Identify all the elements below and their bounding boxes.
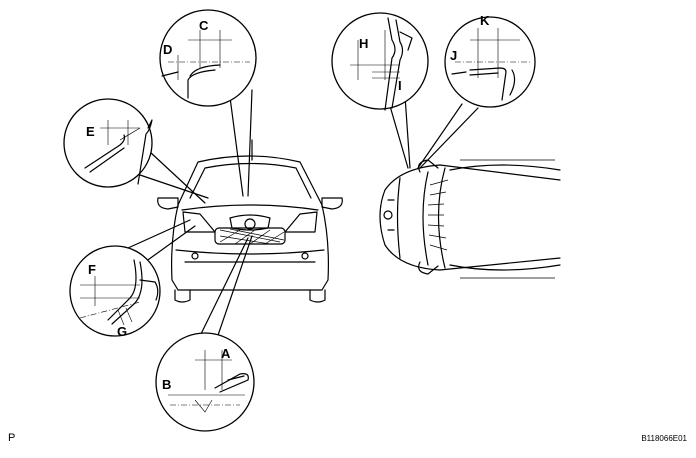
detail-circle-jk [444,16,536,108]
callout-a: A [221,346,231,361]
front-wheel-left [174,289,191,303]
right-mirror [321,197,343,210]
front-wheel-right [309,289,326,303]
front-view-car [157,139,343,303]
left-mirror [157,197,179,210]
callout-i: I [398,78,402,93]
fog-light-left [191,252,199,260]
emblem [244,218,256,230]
figure-id: B118066E01 [641,434,687,443]
footer-left-code: P [8,432,15,444]
detail-circle-fg [69,245,161,337]
callout-f: F [88,262,96,277]
detail-circle-hi [331,12,429,111]
callout-b: B [162,377,171,392]
callout-d: D [163,42,172,57]
left-headlight [182,211,216,233]
callout-j: J [450,48,457,63]
callout-c: C [199,18,209,33]
right-headlight [284,211,318,233]
detail-circle-ab [155,332,255,432]
callout-g: G [117,324,127,339]
detail-circle-cd [159,9,257,107]
callout-e: E [86,124,95,139]
callout-k: K [480,13,490,28]
fog-light-right [301,252,309,260]
callout-labels: C D E F G A B H I J K [86,13,490,392]
callout-h: H [359,36,368,51]
leader-lines [127,81,479,345]
detail-circle-e [63,98,153,188]
top-view-car [379,159,561,279]
